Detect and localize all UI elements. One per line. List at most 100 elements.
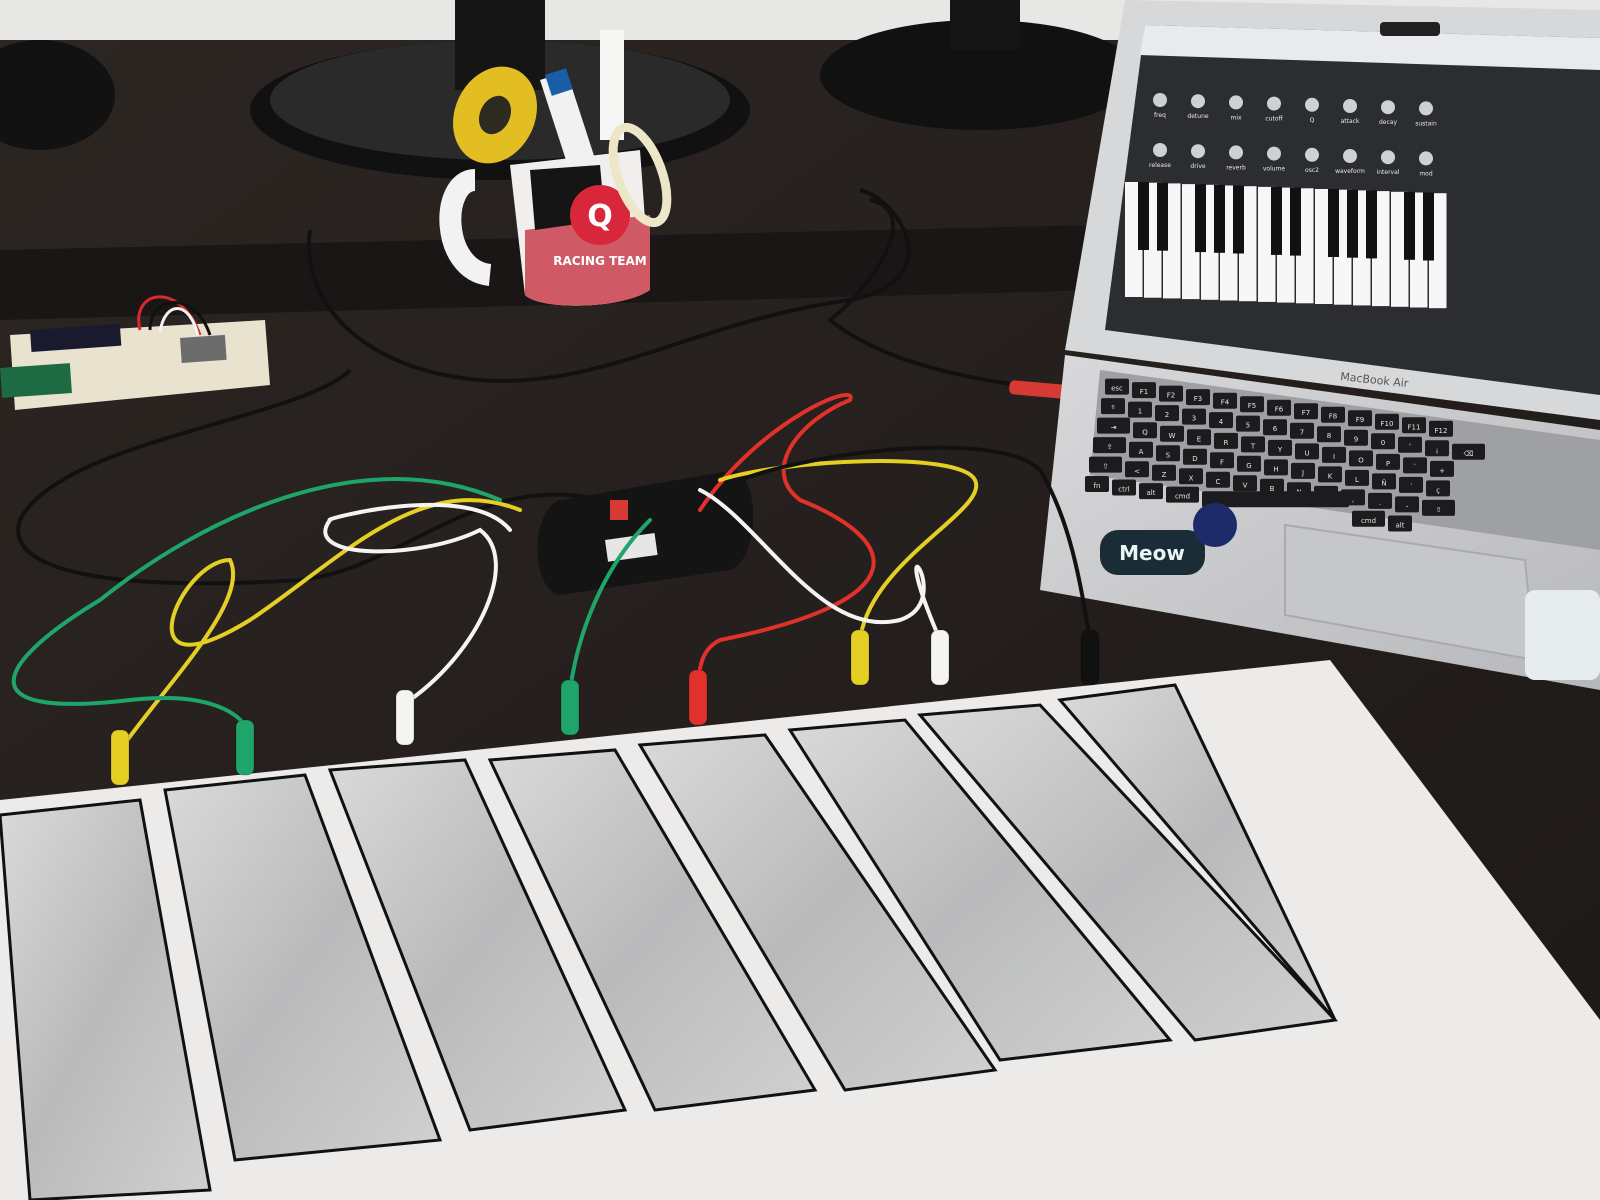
laptop-key[interactable] xyxy=(1291,462,1315,479)
laptop-key[interactable] xyxy=(1344,429,1368,446)
synth-knob[interactable] xyxy=(1191,94,1205,109)
laptop-key[interactable] xyxy=(1322,446,1346,463)
laptop-key[interactable] xyxy=(1321,406,1345,423)
laptop-key[interactable] xyxy=(1372,473,1396,490)
laptop-key[interactable] xyxy=(1105,378,1129,395)
laptop-key[interactable] xyxy=(1209,412,1233,429)
laptop-key[interactable] xyxy=(1112,479,1136,496)
laptop-key[interactable] xyxy=(1152,464,1176,481)
piano-black-key[interactable] xyxy=(1233,185,1244,254)
laptop-key[interactable] xyxy=(1089,456,1122,473)
laptop-key[interactable] xyxy=(1101,398,1125,415)
laptop-key[interactable] xyxy=(1128,401,1152,418)
alligator-clip[interactable] xyxy=(235,719,255,776)
alligator-clip[interactable] xyxy=(110,729,130,786)
piano-black-key[interactable] xyxy=(1214,184,1225,253)
laptop-key[interactable] xyxy=(1233,475,1257,492)
laptop-key[interactable] xyxy=(1206,471,1230,488)
laptop-key[interactable] xyxy=(1294,403,1318,420)
laptop-key[interactable] xyxy=(1376,453,1400,470)
alligator-clip[interactable] xyxy=(688,669,708,726)
laptop-key[interactable] xyxy=(1399,476,1423,493)
laptop-key[interactable] xyxy=(1452,443,1485,460)
laptop-key[interactable] xyxy=(1352,510,1385,527)
synth-knob[interactable] xyxy=(1191,144,1205,159)
laptop-key[interactable] xyxy=(1093,437,1126,454)
synth-knob[interactable] xyxy=(1419,101,1433,116)
laptop-key[interactable] xyxy=(1318,466,1342,483)
laptop-key[interactable] xyxy=(1398,436,1422,453)
foil-key[interactable] xyxy=(163,773,443,1162)
laptop-key[interactable] xyxy=(1214,432,1238,449)
synth-knob[interactable] xyxy=(1419,151,1433,166)
laptop-key[interactable] xyxy=(1125,461,1149,478)
piano-black-key[interactable] xyxy=(1271,186,1282,255)
laptop-key[interactable] xyxy=(1213,392,1237,409)
synth-knob[interactable] xyxy=(1267,146,1281,161)
piano-black-key[interactable] xyxy=(1404,191,1415,260)
foil-key[interactable] xyxy=(637,733,998,1092)
laptop-key[interactable] xyxy=(1295,443,1319,460)
laptop-key[interactable] xyxy=(1426,480,1450,497)
alligator-clip[interactable] xyxy=(1080,629,1100,686)
synth-knob[interactable] xyxy=(1153,93,1167,107)
synth-knob[interactable] xyxy=(1229,145,1243,160)
foil-key[interactable] xyxy=(0,798,212,1200)
laptop-key[interactable] xyxy=(1210,452,1234,469)
laptop-key[interactable] xyxy=(1182,408,1206,425)
laptop-key[interactable] xyxy=(1290,422,1314,439)
alligator-clip[interactable] xyxy=(395,689,415,746)
synth-knob[interactable] xyxy=(1381,100,1395,115)
foil-key[interactable] xyxy=(327,758,628,1132)
laptop-key[interactable] xyxy=(1179,468,1203,485)
laptop-key[interactable] xyxy=(1349,450,1373,467)
alligator-clip[interactable] xyxy=(560,679,580,736)
foil-key[interactable] xyxy=(487,748,818,1112)
laptop-key[interactable] xyxy=(1202,491,1349,508)
laptop-key[interactable] xyxy=(1240,396,1264,413)
laptop-key[interactable] xyxy=(1260,478,1284,495)
laptop-key[interactable] xyxy=(1368,492,1392,509)
laptop-key[interactable] xyxy=(1085,476,1109,493)
laptop-key[interactable] xyxy=(1264,459,1288,476)
laptop-key[interactable] xyxy=(1133,422,1157,439)
synth-knob[interactable] xyxy=(1267,96,1281,111)
laptop-key[interactable] xyxy=(1348,410,1372,427)
alligator-clip[interactable] xyxy=(850,629,870,686)
laptop-key[interactable] xyxy=(1159,385,1183,402)
laptop-key[interactable] xyxy=(1236,415,1260,432)
laptop-key[interactable] xyxy=(1166,486,1199,503)
synth-knob[interactable] xyxy=(1153,143,1167,157)
synth-knob[interactable] xyxy=(1343,99,1357,113)
laptop-key[interactable] xyxy=(1267,399,1291,416)
piano-black-key[interactable] xyxy=(1290,187,1301,256)
piano-black-key[interactable] xyxy=(1366,190,1377,259)
piano-black-key[interactable] xyxy=(1157,182,1168,251)
laptop-key[interactable] xyxy=(1371,433,1395,450)
laptop-key[interactable] xyxy=(1097,417,1130,434)
piano-black-key[interactable] xyxy=(1195,184,1206,253)
laptop-key[interactable] xyxy=(1425,440,1449,457)
laptop-key[interactable] xyxy=(1237,455,1261,472)
synth-knob[interactable] xyxy=(1343,149,1357,163)
laptop-key[interactable] xyxy=(1317,426,1341,443)
laptop-key[interactable] xyxy=(1422,499,1455,516)
laptop-key[interactable] xyxy=(1375,413,1399,430)
synth-knob[interactable] xyxy=(1381,150,1395,165)
laptop-key[interactable] xyxy=(1268,439,1292,456)
laptop-key[interactable] xyxy=(1186,389,1210,406)
piano-black-key[interactable] xyxy=(1138,182,1149,250)
laptop-key[interactable] xyxy=(1395,496,1419,513)
laptop-key[interactable] xyxy=(1139,483,1163,500)
laptop-key[interactable] xyxy=(1155,405,1179,422)
laptop-key[interactable] xyxy=(1160,425,1184,442)
laptop-key[interactable] xyxy=(1263,419,1287,436)
foil-key[interactable] xyxy=(1057,683,1337,1021)
laptop-key[interactable] xyxy=(1129,441,1153,458)
foil-key[interactable] xyxy=(787,718,1173,1062)
synth-knob[interactable] xyxy=(1229,95,1243,110)
laptop-key[interactable] xyxy=(1429,420,1453,437)
laptop-key[interactable] xyxy=(1345,469,1369,486)
synth-knob[interactable] xyxy=(1305,97,1319,112)
piano-black-key[interactable] xyxy=(1328,189,1339,257)
